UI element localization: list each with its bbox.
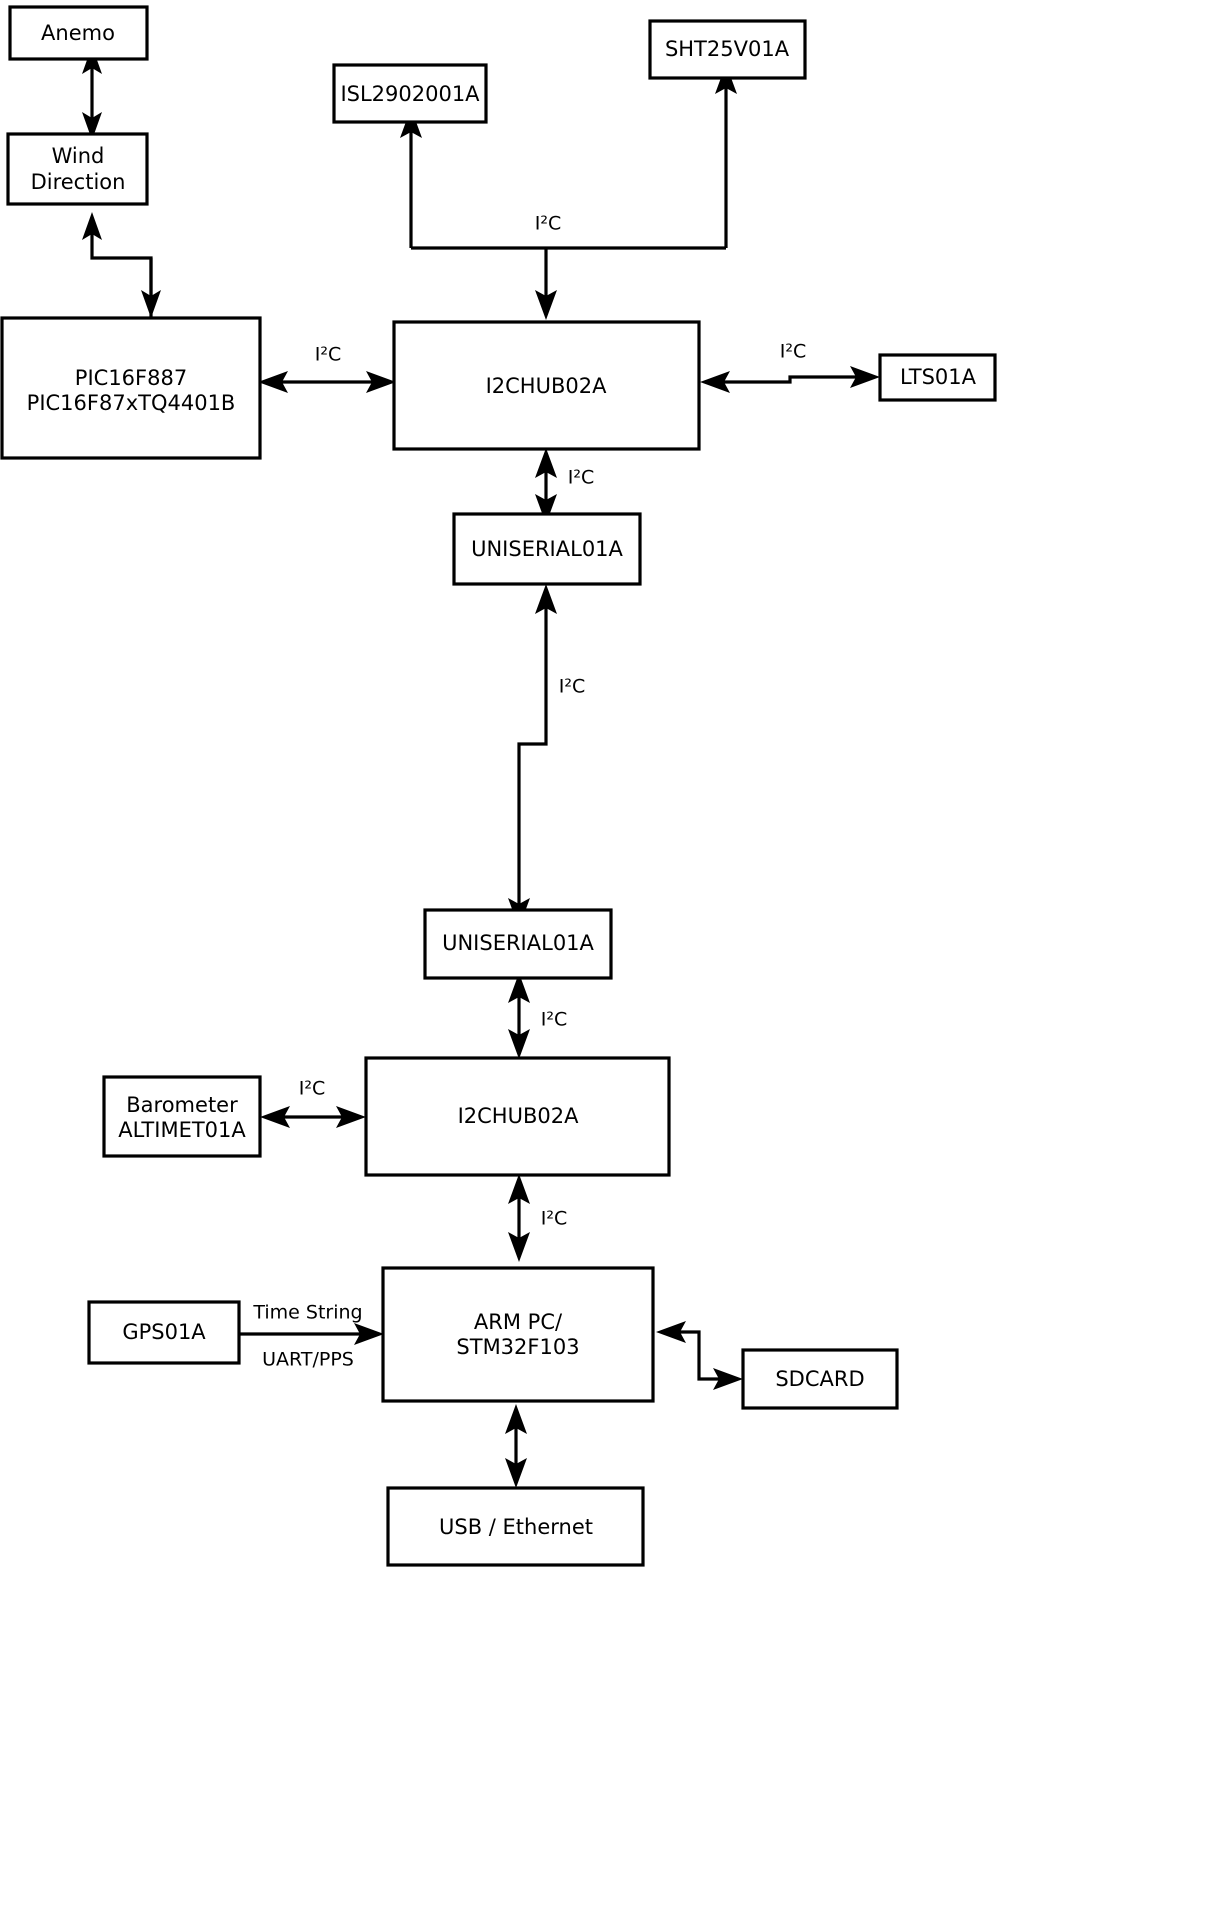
node-i2chub-bottom[interactable]: I2CHUB02A [364,1056,671,1177]
edge-label-i2c-hub-arm: I²C [541,1208,568,1230]
node-uniserial-bottom[interactable]: UNISERIAL01A [423,908,613,980]
node-lts[interactable]: LTS01A [878,353,997,402]
edge-hub-isl [400,108,422,248]
edge-uniserial-hub-bottom: I²C [508,973,567,1059]
edge-label-i2c-hub-uniserial-top: I²C [568,467,595,489]
node-i2chub-top[interactable]: I2CHUB02A [392,320,701,451]
edge-arm-usb [505,1404,527,1488]
node-lts-label: LTS01A [900,365,977,389]
edge-label-i2c-barometer-hub: I²C [299,1078,326,1100]
node-pic-label-line1: PIC16F887 [75,366,187,390]
edge-hub-arm: I²C [508,1174,567,1262]
edge-label-i2c-bus-top: I²C [535,213,562,235]
node-barometer-box[interactable] [102,1075,262,1158]
node-arm-pc-box[interactable] [381,1266,655,1403]
node-sht-box[interactable] [648,19,807,80]
edge-label-time-string: Time String [252,1302,362,1324]
node-arm-pc-label-line2: STM32F103 [456,1335,579,1359]
node-barometer-label-line1: Barometer [126,1093,238,1117]
edge-label-i2c-pic-hub: I²C [315,344,342,366]
edge-label-i2c-hub-lts: I²C [780,341,807,363]
node-arm-pc-label-line1: ARM PC/ [474,1310,563,1334]
node-wind-direction-label-line1: Wind [52,144,105,168]
edge-label-uart-pps: UART/PPS [262,1349,354,1371]
node-i2chub-bottom-label: I2CHUB02A [458,1104,580,1128]
edge-arm-sdcard [656,1321,743,1390]
node-isl[interactable]: ISL2902001A [332,63,488,124]
edge-hub-sht [715,64,737,248]
node-uniserial-bottom-box[interactable] [423,908,613,980]
node-uniserial-top-label: UNISERIAL01A [471,537,623,561]
node-pic[interactable]: PIC16F887 PIC16F87xTQ4401B [0,316,262,460]
node-sdcard-box[interactable] [741,1348,899,1410]
edge-uniserial-link: I²C [508,584,585,928]
node-sht-label: SHT25V01A [665,37,790,61]
node-arm-pc[interactable]: ARM PC/ STM32F103 [381,1266,655,1403]
node-anemo[interactable]: Anemo [8,5,149,61]
edge-hub-uniserial-top: I²C [535,448,594,524]
edge-i2c-bus-top: I²C [411,213,726,320]
node-pic-box[interactable] [0,316,262,460]
edge-barometer-hub: I²C [260,1078,366,1128]
node-uniserial-bottom-label: UNISERIAL01A [442,931,594,955]
node-sht[interactable]: SHT25V01A [648,19,807,80]
node-wind-direction[interactable]: Wind Direction [6,132,149,206]
node-anemo-label: Anemo [41,21,115,45]
node-pic-label-line2: PIC16F87xTQ4401B [27,391,236,415]
node-sdcard[interactable]: SDCARD [741,1348,899,1410]
node-uniserial-top[interactable]: UNISERIAL01A [452,512,642,586]
edge-label-i2c-uniserial-hub-bottom: I²C [541,1009,568,1031]
node-barometer[interactable]: Barometer ALTIMET01A [102,1075,262,1158]
node-usb-ethernet[interactable]: USB / Ethernet [386,1486,645,1567]
node-i2chub-bottom-box[interactable] [364,1056,671,1177]
edge-gps-arm: Time String UART/PPS [238,1302,384,1371]
node-gps-label: GPS01A [122,1320,206,1344]
node-usb-ethernet-box[interactable] [386,1486,645,1567]
node-sdcard-label: SDCARD [775,1367,864,1391]
node-wind-direction-label-line2: Direction [31,170,126,194]
node-isl-label: ISL2902001A [340,82,480,106]
node-i2chub-top-label: I2CHUB02A [486,374,608,398]
node-gps-box[interactable] [87,1300,241,1365]
node-isl-box[interactable] [332,63,488,124]
node-i2chub-top-box[interactable] [392,320,701,451]
node-gps[interactable]: GPS01A [87,1300,241,1365]
edge-pic-hub: I²C [258,344,396,393]
node-usb-ethernet-label: USB / Ethernet [439,1515,593,1539]
node-lts-box[interactable] [878,353,997,402]
node-uniserial-top-box[interactable] [452,512,642,586]
edge-hub-lts: I²C [700,341,880,393]
node-barometer-label-line2: ALTIMET01A [118,1118,246,1142]
node-wind-direction-box[interactable] [6,132,149,206]
node-anemo-box[interactable] [8,5,149,61]
edge-label-i2c-uniserial-link: I²C [559,676,586,698]
